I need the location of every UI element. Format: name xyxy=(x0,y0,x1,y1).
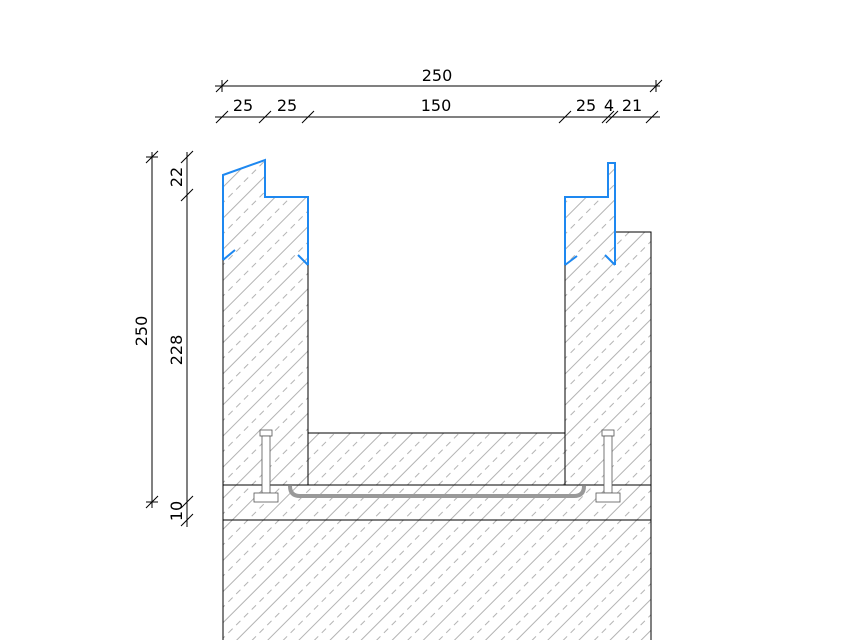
anchor-bolt-right xyxy=(595,429,621,503)
dim-top-seg-1: 25 xyxy=(233,96,253,115)
dim-left-total: 250 xyxy=(132,316,151,347)
dim-top-total: 250 xyxy=(422,66,453,85)
left-dimension-chain: 250 22 228 10 xyxy=(132,150,194,527)
concrete-hatch xyxy=(223,160,651,640)
dim-left-seg-3: 10 xyxy=(167,501,186,521)
dim-top-seg-4: 25 xyxy=(576,96,596,115)
dim-top-seg-2: 25 xyxy=(277,96,297,115)
dim-top-seg-3: 150 xyxy=(421,96,452,115)
dim-top-seg-6: 21 xyxy=(622,96,642,115)
concrete-outline xyxy=(222,231,652,640)
dim-left-seg-1: 22 xyxy=(167,167,186,187)
anchor-bolt-left xyxy=(253,429,279,503)
top-dimension-chain: 250 25 25 150 25 4 21 xyxy=(215,66,663,124)
right-edge-profile xyxy=(564,162,616,266)
left-edge-profile xyxy=(222,158,309,266)
rebar xyxy=(288,485,586,498)
dim-left-seg-2: 228 xyxy=(167,335,186,366)
dim-top-seg-5: 4 xyxy=(604,96,614,115)
